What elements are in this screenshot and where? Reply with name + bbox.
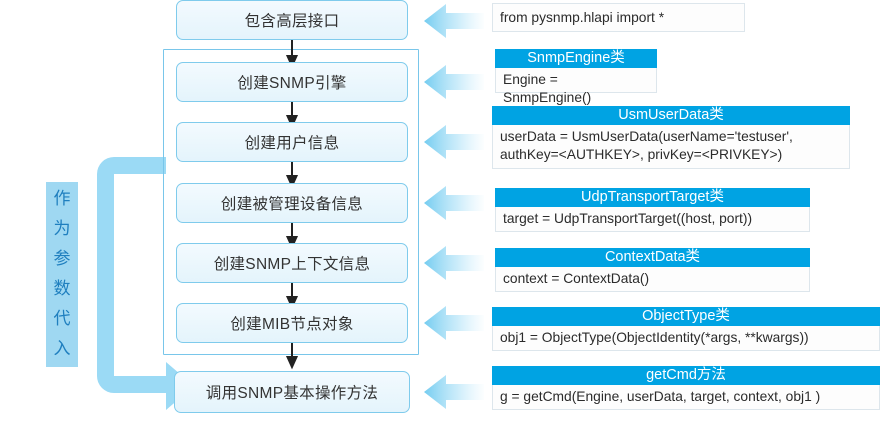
node-label: 创建被管理设备信息 [220, 196, 364, 213]
code-usm-user-data-header: UsmUserData类 [492, 106, 850, 125]
code-udp-transport-target-text[interactable]: target = UdpTransportTarget((host, port)… [495, 207, 810, 232]
side-label-char-2: 参 [53, 249, 71, 268]
code-udp-transport-target: UdpTransportTarget类 target = UdpTranspor… [495, 188, 810, 232]
code-object-type-text[interactable]: obj1 = ObjectType(ObjectIdentity(*args, … [492, 326, 880, 351]
code-import-text[interactable]: from pysnmp.hlapi import * [492, 3, 745, 32]
pointer-arrow-userdata-icon [424, 125, 484, 159]
code-object-type: ObjectType类 obj1 = ObjectType(ObjectIden… [492, 307, 880, 351]
node-label: 包含高层接口 [244, 13, 340, 30]
pointer-arrow-getcmd-icon [424, 375, 484, 409]
code-context-data-header: ContextData类 [495, 248, 810, 267]
node-label: 调用SNMP基本操作方法 [205, 385, 379, 402]
code-usm-user-data: UsmUserData类 userData = UsmUserData(user… [492, 106, 850, 169]
node-create-context[interactable]: 创建SNMP上下文信息 [176, 243, 408, 283]
pointer-arrow-engine-icon [424, 65, 484, 99]
node-label: 创建SNMP引擎 [237, 75, 347, 92]
pointer-arrow-target-icon [424, 186, 484, 220]
node-create-user[interactable]: 创建用户信息 [176, 122, 408, 162]
pointer-arrow-context-icon [424, 246, 484, 280]
code-snmp-engine: SnmpEngine类 Engine = SnmpEngine() [495, 49, 657, 105]
code-object-type-header: ObjectType类 [492, 307, 880, 326]
code-udp-transport-target-header: UdpTransportTarget类 [495, 188, 810, 207]
side-label-char-3: 数 [53, 279, 71, 298]
node-include-hlapi[interactable]: 包含高层接口 [176, 0, 408, 40]
node-label: 创建SNMP上下文信息 [213, 256, 371, 273]
code-get-cmd-text[interactable]: g = getCmd(Engine, userData, target, con… [492, 385, 880, 410]
code-usm-user-data-text[interactable]: userData = UsmUserData(userName='testuse… [492, 125, 850, 169]
node-create-mib[interactable]: 创建MIB节点对象 [176, 303, 408, 343]
as-parameter-label: 作 为 参 数 代 入 [46, 182, 78, 367]
node-call-operation[interactable]: 调用SNMP基本操作方法 [174, 371, 410, 413]
side-label-char-0: 作 [53, 189, 71, 208]
code-snmp-engine-header: SnmpEngine类 [495, 49, 657, 68]
code-snmp-engine-text[interactable]: Engine = SnmpEngine() [495, 68, 657, 105]
node-create-target[interactable]: 创建被管理设备信息 [176, 183, 408, 223]
code-get-cmd: getCmd方法 g = getCmd(Engine, userData, ta… [492, 366, 880, 410]
side-label-char-1: 为 [53, 219, 71, 238]
code-import: from pysnmp.hlapi import * [492, 3, 745, 32]
pointer-arrow-objecttype-icon [424, 306, 484, 340]
node-label: 创建MIB节点对象 [230, 316, 354, 333]
side-label-char-4: 代 [53, 309, 71, 328]
code-get-cmd-header: getCmd方法 [492, 366, 880, 385]
node-create-engine[interactable]: 创建SNMP引擎 [176, 62, 408, 102]
pointer-arrow-import-icon [424, 4, 484, 38]
node-label: 创建用户信息 [244, 135, 340, 152]
code-context-data: ContextData类 context = ContextData() [495, 248, 810, 292]
side-label-char-5: 入 [53, 339, 71, 358]
code-context-data-text[interactable]: context = ContextData() [495, 267, 810, 292]
